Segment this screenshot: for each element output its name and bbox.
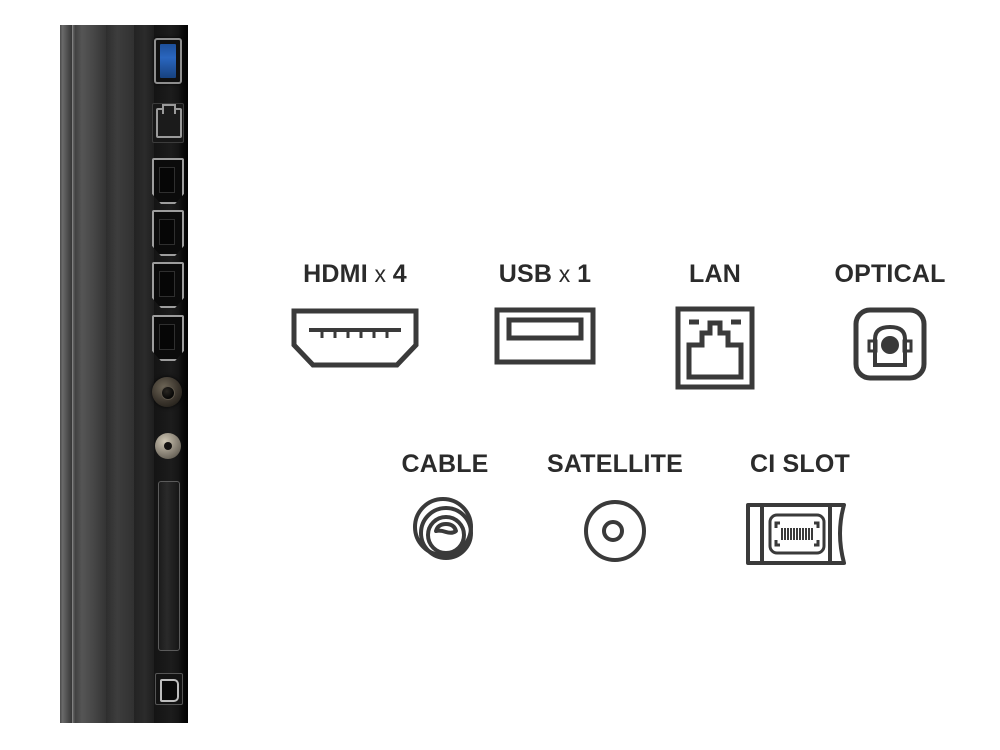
hdmi-slot [159,324,175,350]
bezel-strip-3 [106,25,134,723]
legend-label-usb-count: 1 [577,260,592,288]
legend-item-hdmi: HDMI x 4 [260,262,450,371]
legend-item-optical: OPTICAL [800,262,980,383]
optical-toslink-icon [853,307,927,381]
photo-coaxial-port [152,377,182,407]
legend-label-satellite-text: SATELLITE [546,450,684,478]
photo-ci-slot [158,481,180,651]
legend-label-hdmi-text: HDMI [303,260,368,288]
bezel-shadow [178,25,188,723]
hdmi-port-icon [291,308,419,368]
legend-label-cable-text: CABLE [401,450,489,478]
legend-label-usb-multiplier: x [558,261,571,287]
hdmi-slot [159,167,175,193]
usb-port-icon [494,307,596,365]
bezel-highlight [72,25,75,723]
photo-optical-port [155,673,183,705]
ci-card-slot-icon [746,503,846,565]
legend-label-cable: CABLE [360,452,530,477]
photo-hdmi-port-1 [152,158,184,204]
legend-label-hdmi: HDMI x 4 [260,262,450,287]
lan-rj45-icon [675,306,755,390]
coaxial-cable-icon [413,497,473,560]
bezel-strip-outer [60,25,74,723]
legend-label-satellite: SATELLITE [520,452,710,477]
legend-label-hdmi-multiplier: x [374,261,387,287]
legend-item-satellite: SATELLITE [520,452,710,567]
legend-label-lan-text: LAN [689,260,741,288]
legend-label-lan: LAN [640,262,790,287]
hdmi-slot [159,219,175,245]
hdmi-slot [159,271,175,297]
legend-label-usb: USB x 1 [455,262,635,287]
legend-label-cislot: CI SLOT [705,452,895,477]
legend-label-optical-text: OPTICAL [834,260,946,288]
legend-label-cislot-text: CI SLOT [749,450,850,478]
bezel-strip-2 [74,25,106,723]
photo-hdmi-port-2 [152,210,184,256]
legend-label-usb-text: USB [498,260,553,288]
satellite-f-connector-icon [584,500,646,562]
photo-hdmi-port-3 [152,262,184,308]
legend-item-lan: LAN [640,262,790,391]
photo-usb-port [154,38,182,84]
legend-label-optical: OPTICAL [800,262,980,287]
photo-hdmi-port-4 [152,315,184,361]
photo-lan-port [152,103,184,143]
tv-side-panel-photo [60,25,188,723]
legend-item-cislot: CI SLOT [705,452,895,573]
legend-label-hdmi-count: 4 [392,260,407,288]
photo-satellite-port [155,433,181,459]
bezel-strip-4 [134,25,154,723]
legend-item-usb: USB x 1 [455,262,635,367]
legend-item-cable: CABLE [360,452,530,569]
